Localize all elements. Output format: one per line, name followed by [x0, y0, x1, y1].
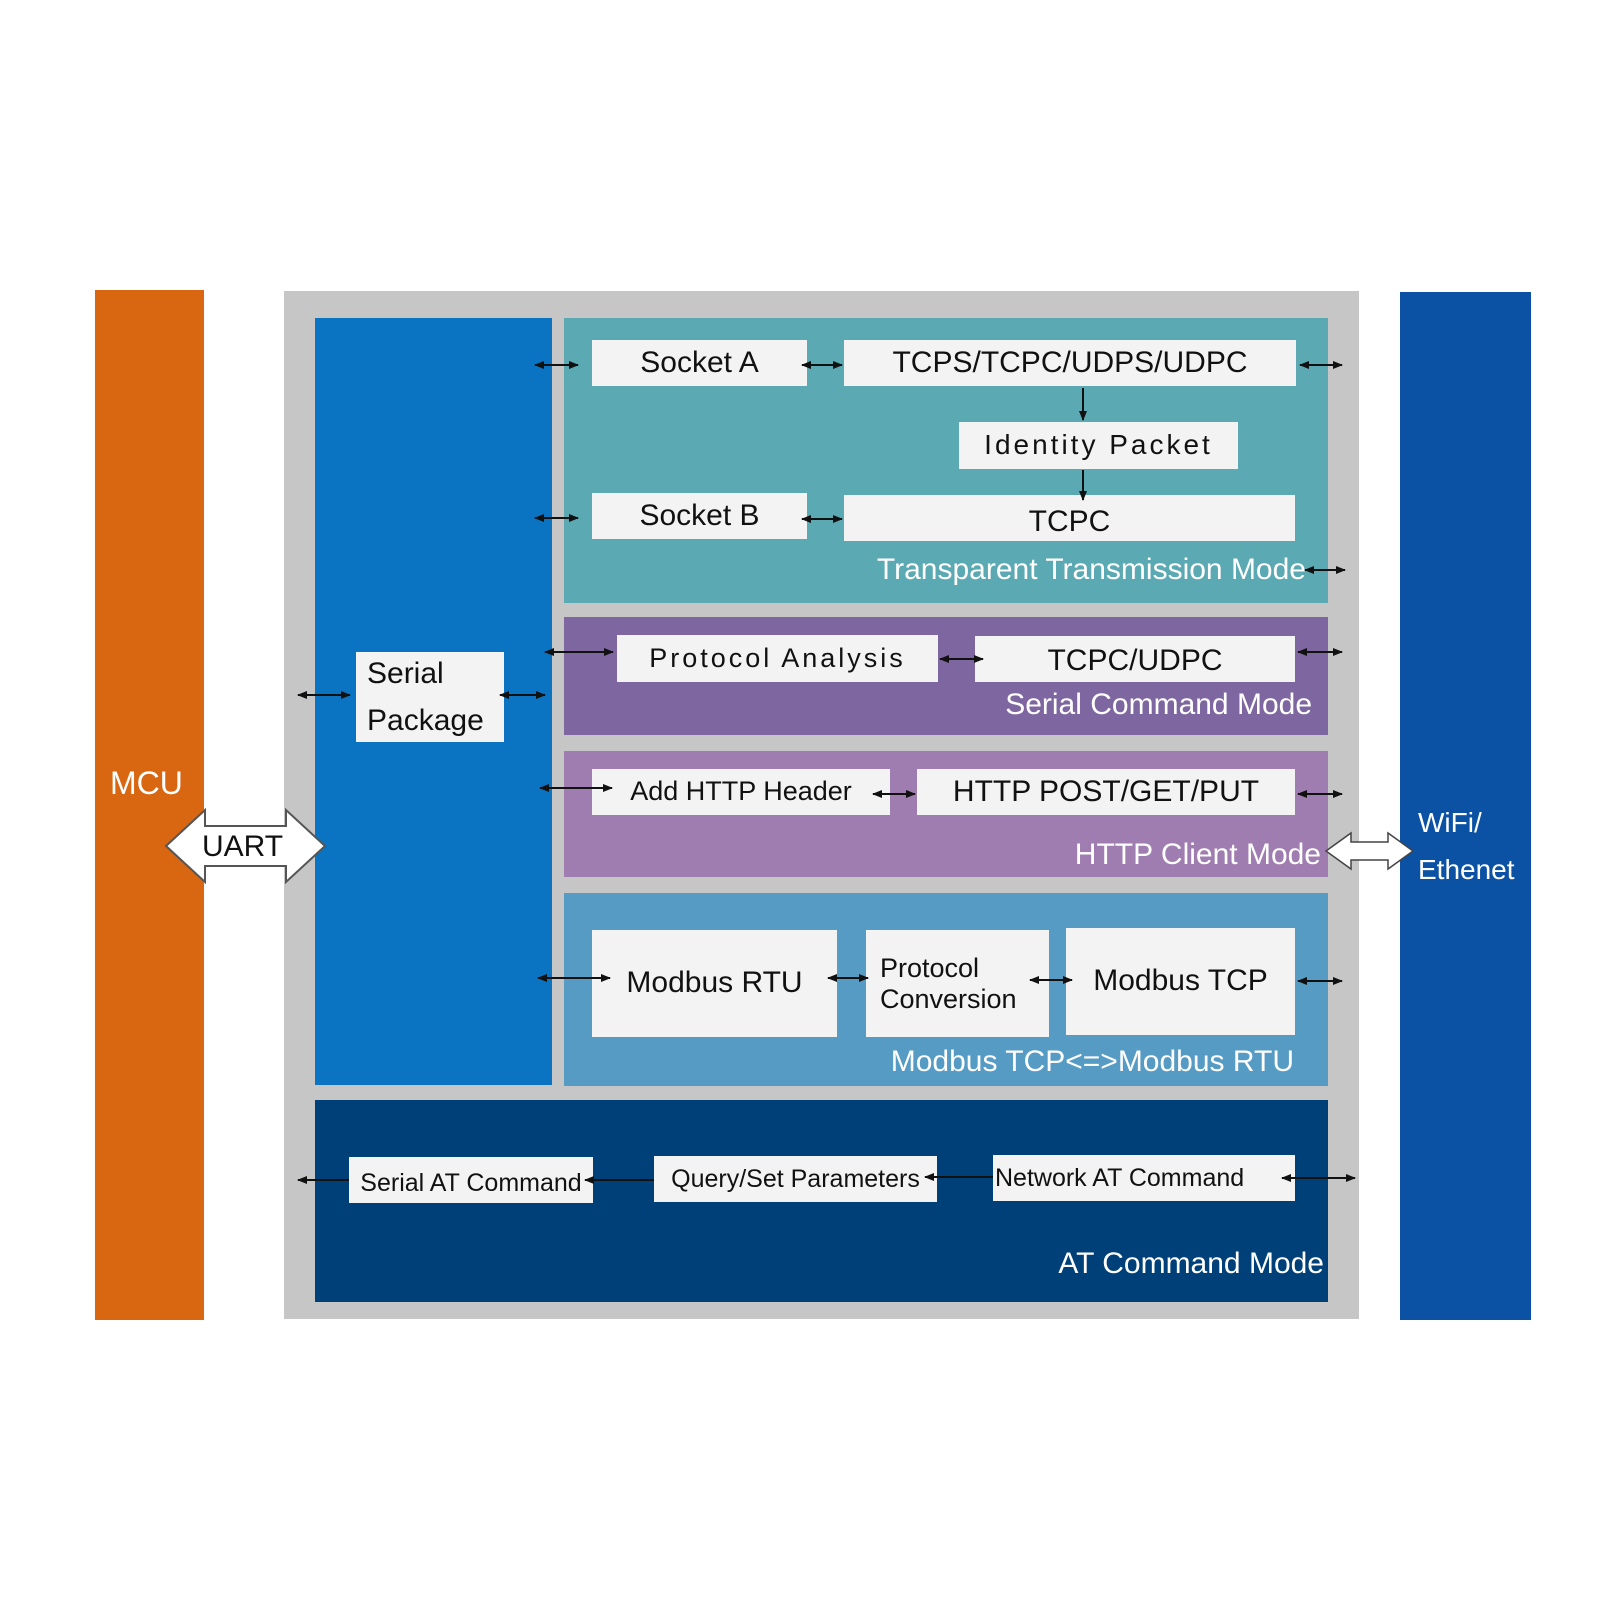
mcu-block: MCU [95, 290, 204, 1320]
wifi-ethernet-block: WiFi/ Ethenet [1400, 292, 1531, 1320]
at-command-mode-label: AT Command Mode [1058, 1247, 1324, 1280]
serial-package-box: Serial Package [356, 652, 504, 742]
socket-b-box: Socket B [592, 493, 807, 539]
wifi-label-line2: Ethenet [1418, 854, 1515, 885]
modbus-rtu-box: Modbus RTU [592, 930, 837, 1037]
network-at-command-box: Network AT Command [993, 1155, 1295, 1201]
http-methods-box: HTTP POST/GET/PUT [917, 769, 1295, 815]
query-set-parameters-box: Query/Set Parameters [654, 1156, 937, 1202]
socket-a-protocols-box: TCPS/TCPC/UDPS/UDPC [844, 340, 1296, 386]
protocol-conversion-line2: Conversion [880, 983, 1017, 1014]
serial-command-mode-label: Serial Command Mode [1005, 688, 1312, 721]
http-client-mode-label: HTTP Client Mode [1074, 838, 1321, 871]
identity-packet-box: Identity Packet [959, 422, 1238, 469]
protocol-conversion-box: Protocol Conversion [866, 930, 1049, 1037]
wifi-label-line1: WiFi/ [1418, 807, 1482, 838]
protocol-conversion-line1: Protocol [880, 952, 980, 983]
socket-b-protocol-box: TCPC [844, 495, 1295, 541]
serial-package-line1: Serial [367, 657, 444, 690]
transparent-mode-label: Transparent Transmission Mode [876, 553, 1306, 586]
mcu-label: MCU [110, 765, 183, 801]
tcpc-udpc-box: TCPC/UDPC [975, 636, 1295, 682]
socket-a-box: Socket A [592, 340, 807, 386]
modbus-tcp-box: Modbus TCP [1066, 928, 1295, 1035]
add-http-header-box: Add HTTP Header [592, 769, 890, 815]
uart-label: UART [202, 830, 284, 863]
serial-package-line2: Package [367, 704, 484, 737]
modbus-mode-label: Modbus TCP<=>Modbus RTU [890, 1045, 1294, 1078]
protocol-analysis-box: Protocol Analysis [617, 635, 938, 682]
serial-at-command-box: Serial AT Command [349, 1157, 593, 1203]
